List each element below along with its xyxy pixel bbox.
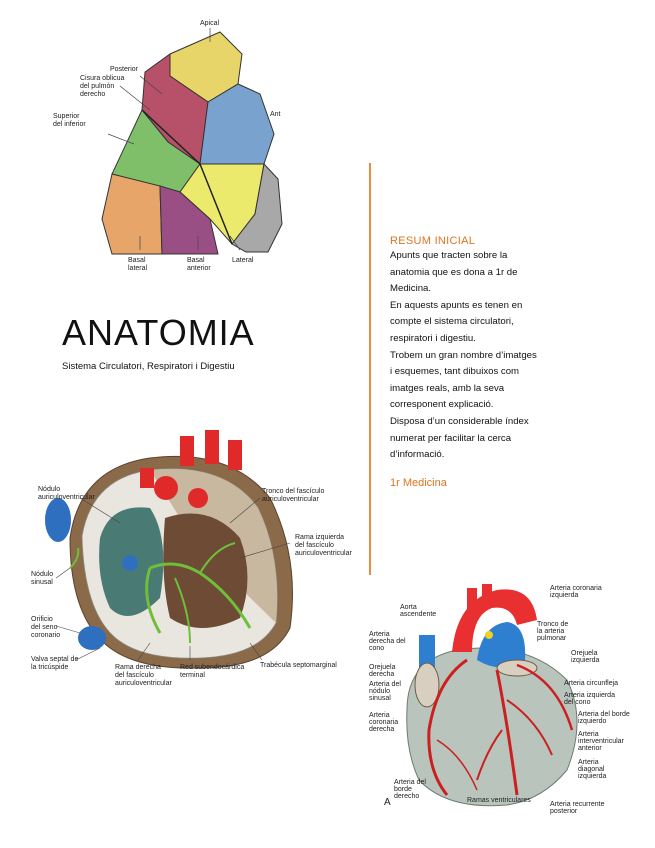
- heart-coronary-figure: Aorta ascendente Arteria coronaria izqui…: [367, 580, 655, 820]
- coronary-label-right-cone-1: Arteria: [369, 631, 390, 638]
- summary-line: En aquests apunts es tenen en: [390, 299, 523, 311]
- summary-line: imatges reals, amb la seva: [390, 382, 505, 394]
- coronary-label-interventricular-3: anterior: [578, 745, 602, 752]
- coronary-label-interventricular-1: Arteria: [578, 731, 599, 738]
- coronary-label-left-cone-2: del cono: [564, 699, 591, 706]
- coronary-label-diagonal-2: diagonal: [578, 766, 605, 773]
- lung-label-posterior: Posterior: [110, 66, 139, 73]
- lung-label-fissure-1: Cisura oblicua: [80, 75, 125, 82]
- lung-label-basal-lateral-2: lateral: [128, 265, 148, 272]
- conduction-label-valve-1: Valva septal de: [31, 656, 79, 663]
- summary-line: anatomia que es dona a 1r de: [390, 266, 518, 278]
- conduction-label-network-2: terminal: [180, 672, 205, 679]
- summary-line: respiratori i digestiu.: [390, 332, 476, 344]
- conduction-label-left-branch-2: del fascículo: [295, 542, 334, 549]
- conduction-label-trunk-1: Tronco del fascículo: [262, 488, 325, 495]
- coronary-label-border-right-2: borde: [394, 786, 412, 793]
- heart-conduction-illustration: [45, 430, 293, 669]
- summary-line: numerat per facilitar la cerca: [390, 432, 512, 444]
- coronary-label-right-cone-2: derecha del: [369, 638, 406, 645]
- lung-figure: Apical Posterior Cisura oblicua del pulm…: [50, 14, 290, 284]
- conduction-label-left-branch-3: auriculoventricular: [295, 550, 352, 557]
- coronary-label-ventricular: Ramas ventriculares: [467, 797, 531, 804]
- conduction-label-av-node-2: auriculoventricular: [38, 494, 95, 501]
- lung-label-apical: Apical: [200, 20, 220, 27]
- coronary-label-aorta-2: ascendente: [400, 611, 437, 618]
- summary-line: Medicina.: [390, 283, 432, 295]
- coronary-label-left-auricle-1: Orejuela: [571, 650, 598, 657]
- coronary-label-aorta-1: Aorta: [400, 604, 417, 611]
- coronary-label-right-coronary-2: coronaria: [369, 719, 399, 726]
- coronary-label-left-auricle-2: izquierda: [571, 657, 600, 664]
- coronary-label-left-cone-1: Arteria izquierda: [564, 692, 615, 699]
- conduction-label-network-1: Red subendocárdica: [180, 664, 245, 671]
- lung-label-superior-1: Superior: [53, 113, 80, 120]
- coronary-label-pulm-trunk-1: Tronco de: [537, 621, 569, 628]
- conduction-label-trunk-2: auriculoventricular: [262, 496, 319, 503]
- coronary-label-right-coronary-1: Arteria: [369, 712, 390, 719]
- summary-line: Disposa d’un considerable índex: [390, 415, 529, 427]
- page-subtitle: Sistema Circulatori, Respiratori i Diges…: [62, 361, 235, 372]
- conduction-label-sinus-node-1: Nódulo: [31, 571, 54, 578]
- coronary-panel-letter: A: [384, 797, 391, 808]
- coronary-label-circumflex: Arteria circunfleja: [564, 680, 619, 687]
- conduction-label-orifice-3: coronario: [31, 632, 61, 639]
- heart-conduction-figure: Nódulo auriculoventricular Nódulo sinusa…: [0, 428, 365, 687]
- coronary-label-border-left-2: izquierdo: [578, 718, 607, 725]
- summary-heading: RESUM INICIAL: [390, 235, 476, 247]
- page-title: ANATOMIA: [62, 312, 255, 353]
- coronary-label-pulm-trunk-2: la arteria: [537, 628, 565, 635]
- conduction-label-orifice-2: del seno: [31, 624, 58, 631]
- conduction-label-av-node-1: Nódulo: [38, 486, 61, 493]
- lung-label-ant: Ant: [270, 111, 281, 118]
- lung-label-fissure-3: derecho: [80, 91, 106, 98]
- coronary-label-pulm-trunk-3: pulmonar: [537, 635, 567, 642]
- summary-line: Trobem un gran nombre d’imatges: [390, 349, 537, 361]
- coronary-label-sinus-node-art-1: Arteria del: [369, 681, 401, 688]
- coronary-label-border-right-3: derecho: [394, 793, 420, 800]
- coronary-label-right-coronary-3: derecha: [369, 726, 395, 733]
- lung-label-fissure-2: del pulmón: [80, 83, 115, 90]
- coronary-label-sinus-node-art-2: nódulo: [369, 688, 391, 695]
- summary-line: compte el sistema circulatori,: [390, 316, 514, 328]
- heart-coronary-illustration: [406, 584, 578, 807]
- course-label: 1r Medicina: [390, 477, 447, 489]
- coronary-label-sinus-node-art-3: sinusal: [369, 695, 391, 702]
- lung-segments-illustration: [101, 28, 283, 255]
- coronary-label-interventricular-2: interventricular: [578, 738, 624, 745]
- accent-divider: [369, 163, 371, 575]
- conduction-label-sinus-node-2: sinusal: [31, 579, 53, 586]
- conduction-label-right-branch-2: del fascículo: [115, 672, 154, 679]
- coronary-label-right-auricle-2: derecha: [369, 671, 395, 678]
- conduction-label-trabecula: Trabécula septomarginal: [260, 662, 337, 669]
- conduction-label-orifice-1: Orificio: [31, 616, 53, 623]
- coronary-label-right-cone-3: cono: [369, 645, 385, 652]
- coronary-label-right-auricle-1: Orejuela: [369, 664, 396, 671]
- coronary-label-left-coronary-1: Arteria coronaria: [550, 585, 602, 592]
- lung-label-superior-2: del inferior: [53, 121, 86, 128]
- summary-line: Apunts que tracten sobre la: [390, 250, 508, 261]
- coronary-label-border-left-1: Arteria del borde: [578, 711, 630, 718]
- coronary-label-left-coronary-2: izquierda: [550, 592, 579, 599]
- lung-label-lateral: Lateral: [232, 257, 254, 264]
- lung-label-basal-lateral-1: Basal: [128, 257, 146, 264]
- coronary-label-diagonal-3: izquierda: [578, 773, 607, 780]
- summary-line: d’informació.: [390, 449, 445, 461]
- conduction-label-right-branch-3: auriculoventricular: [115, 680, 172, 687]
- summary-text: Apunts que tracten sobre la anatomia que…: [390, 248, 570, 464]
- coronary-label-border-right-1: Arteria del: [394, 779, 426, 786]
- summary-line: i esquemes, tant dibuixos com: [390, 366, 520, 378]
- conduction-label-right-branch-1: Rama derecha: [115, 664, 161, 671]
- conduction-label-left-branch-1: Rama izquierda: [295, 534, 345, 541]
- lung-label-basal-anterior-1: Basal: [187, 257, 205, 264]
- lung-label-basal-anterior-2: anterior: [187, 265, 211, 272]
- coronary-label-recurrent-2: posterior: [550, 808, 578, 815]
- summary-line: corresponent explicació.: [390, 399, 494, 411]
- coronary-label-recurrent-1: Arteria recurrente: [550, 801, 605, 808]
- conduction-label-valve-2: la tricúspide: [31, 664, 69, 671]
- coronary-label-diagonal-1: Arteria: [578, 759, 599, 766]
